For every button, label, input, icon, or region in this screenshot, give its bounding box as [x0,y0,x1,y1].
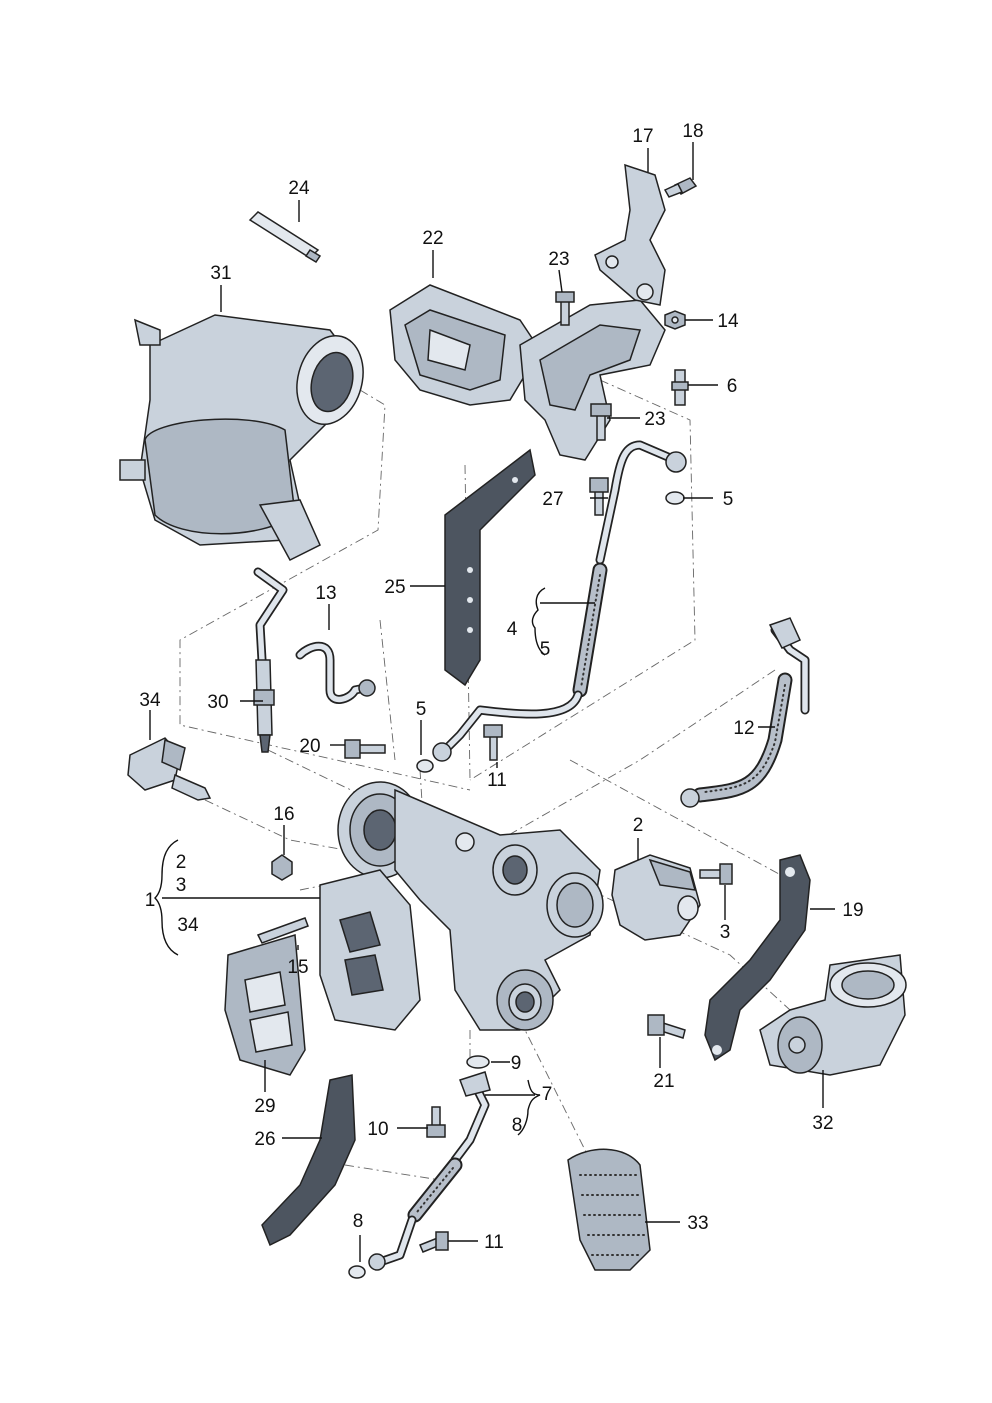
callout-11-upper: 11 [487,770,507,791]
intake-elbow-32[interactable] [759,954,907,1076]
callout-13: 13 [315,583,336,604]
bolt-21[interactable] [647,1014,686,1039]
callout-19: 19 [842,900,863,921]
callout-23-lower: 23 [644,409,665,430]
callout-32: 32 [812,1113,833,1134]
heat-shield[interactable] [389,284,666,461]
bolt-23-lower[interactable] [590,403,612,441]
callout-5-upper: 5 [723,489,734,510]
heat-shield-plate-26[interactable] [261,1074,356,1247]
sealing-compound-tube[interactable] [248,211,322,264]
bolt-23-upper[interactable] [555,291,575,326]
callout-7: 7 [542,1084,553,1105]
seal-ring-9[interactable] [466,1055,490,1069]
seal-ring-8[interactable] [348,1265,366,1279]
bolt-10[interactable] [426,1106,446,1138]
callout-10: 10 [367,1119,388,1140]
callout-4: 4 [507,619,518,640]
leader-lines [149,142,835,1262]
callout-1: 1 [145,890,156,911]
callout-3: 3 [720,922,731,943]
callout-15: 15 [287,957,308,978]
catalytic-converter[interactable] [119,314,373,561]
seal-ring-5-left[interactable] [416,759,434,773]
air-duct-33[interactable] [567,1148,651,1271]
callout-1-sub-3: 3 [176,875,187,896]
bolt-11-upper[interactable] [483,724,503,761]
callout-2: 2 [633,815,644,836]
callout-5-left: 5 [416,699,427,720]
callout-1-sub-2: 2 [176,852,187,873]
turbocharger[interactable] [319,781,604,1031]
oil-return-line[interactable] [368,1071,491,1271]
lambda-probe[interactable] [253,567,288,753]
callout-21: 21 [653,1071,674,1092]
stud-15[interactable] [256,917,309,944]
callout-18: 18 [682,121,703,142]
exhaust-manifold-gasket[interactable] [224,934,306,1076]
callout-17: 17 [632,126,653,147]
callout-29: 29 [254,1096,275,1117]
heat-shield-plate-25[interactable] [444,448,536,687]
callout-23-upper: 23 [548,249,569,270]
callout-34-top: 34 [139,690,161,711]
callout-6: 6 [727,376,738,397]
callout-8: 8 [353,1211,364,1232]
callout-5-bracket: 5 [540,639,551,660]
bolt-18[interactable] [663,177,698,198]
callout-11-lower: 11 [484,1232,504,1253]
bracket[interactable] [594,163,666,306]
wastegate-actuator[interactable] [611,854,701,941]
callout-9: 9 [511,1053,522,1074]
callout-8-bracket: 8 [512,1115,523,1136]
callout-27: 27 [542,489,563,510]
bolt-20[interactable] [344,739,386,759]
callout-22: 22 [422,228,443,249]
bolt-3-right[interactable] [699,863,733,885]
callout-24: 24 [288,178,310,199]
callout-33: 33 [687,1213,708,1234]
coolant-hose-12[interactable] [680,617,810,808]
oil-supply-line[interactable] [432,440,687,762]
nut-16[interactable] [271,854,293,881]
bolt-11-lower[interactable] [419,1231,449,1253]
callout-12: 12 [733,718,754,739]
callout-1-sub-34: 34 [177,915,199,936]
callout-31: 31 [210,263,231,284]
vacuum-pipe-13[interactable] [295,641,376,704]
callout-14: 14 [717,311,739,332]
callout-25: 25 [384,577,405,598]
callout-26: 26 [254,1129,275,1150]
nut-14[interactable] [664,310,686,330]
stud-6[interactable] [671,369,689,406]
callout-20: 20 [299,736,320,757]
bolt-27[interactable] [589,477,609,516]
callout-labels: 24 22 23 17 18 14 6 23 5 27 31 25 4 5 13… [139,121,863,1253]
callout-30: 30 [207,692,228,713]
pressure-sensor-34[interactable] [127,737,212,801]
seal-ring-5-upper[interactable] [665,491,685,505]
support-bracket-19[interactable] [704,854,811,1062]
callout-16: 16 [273,804,294,825]
